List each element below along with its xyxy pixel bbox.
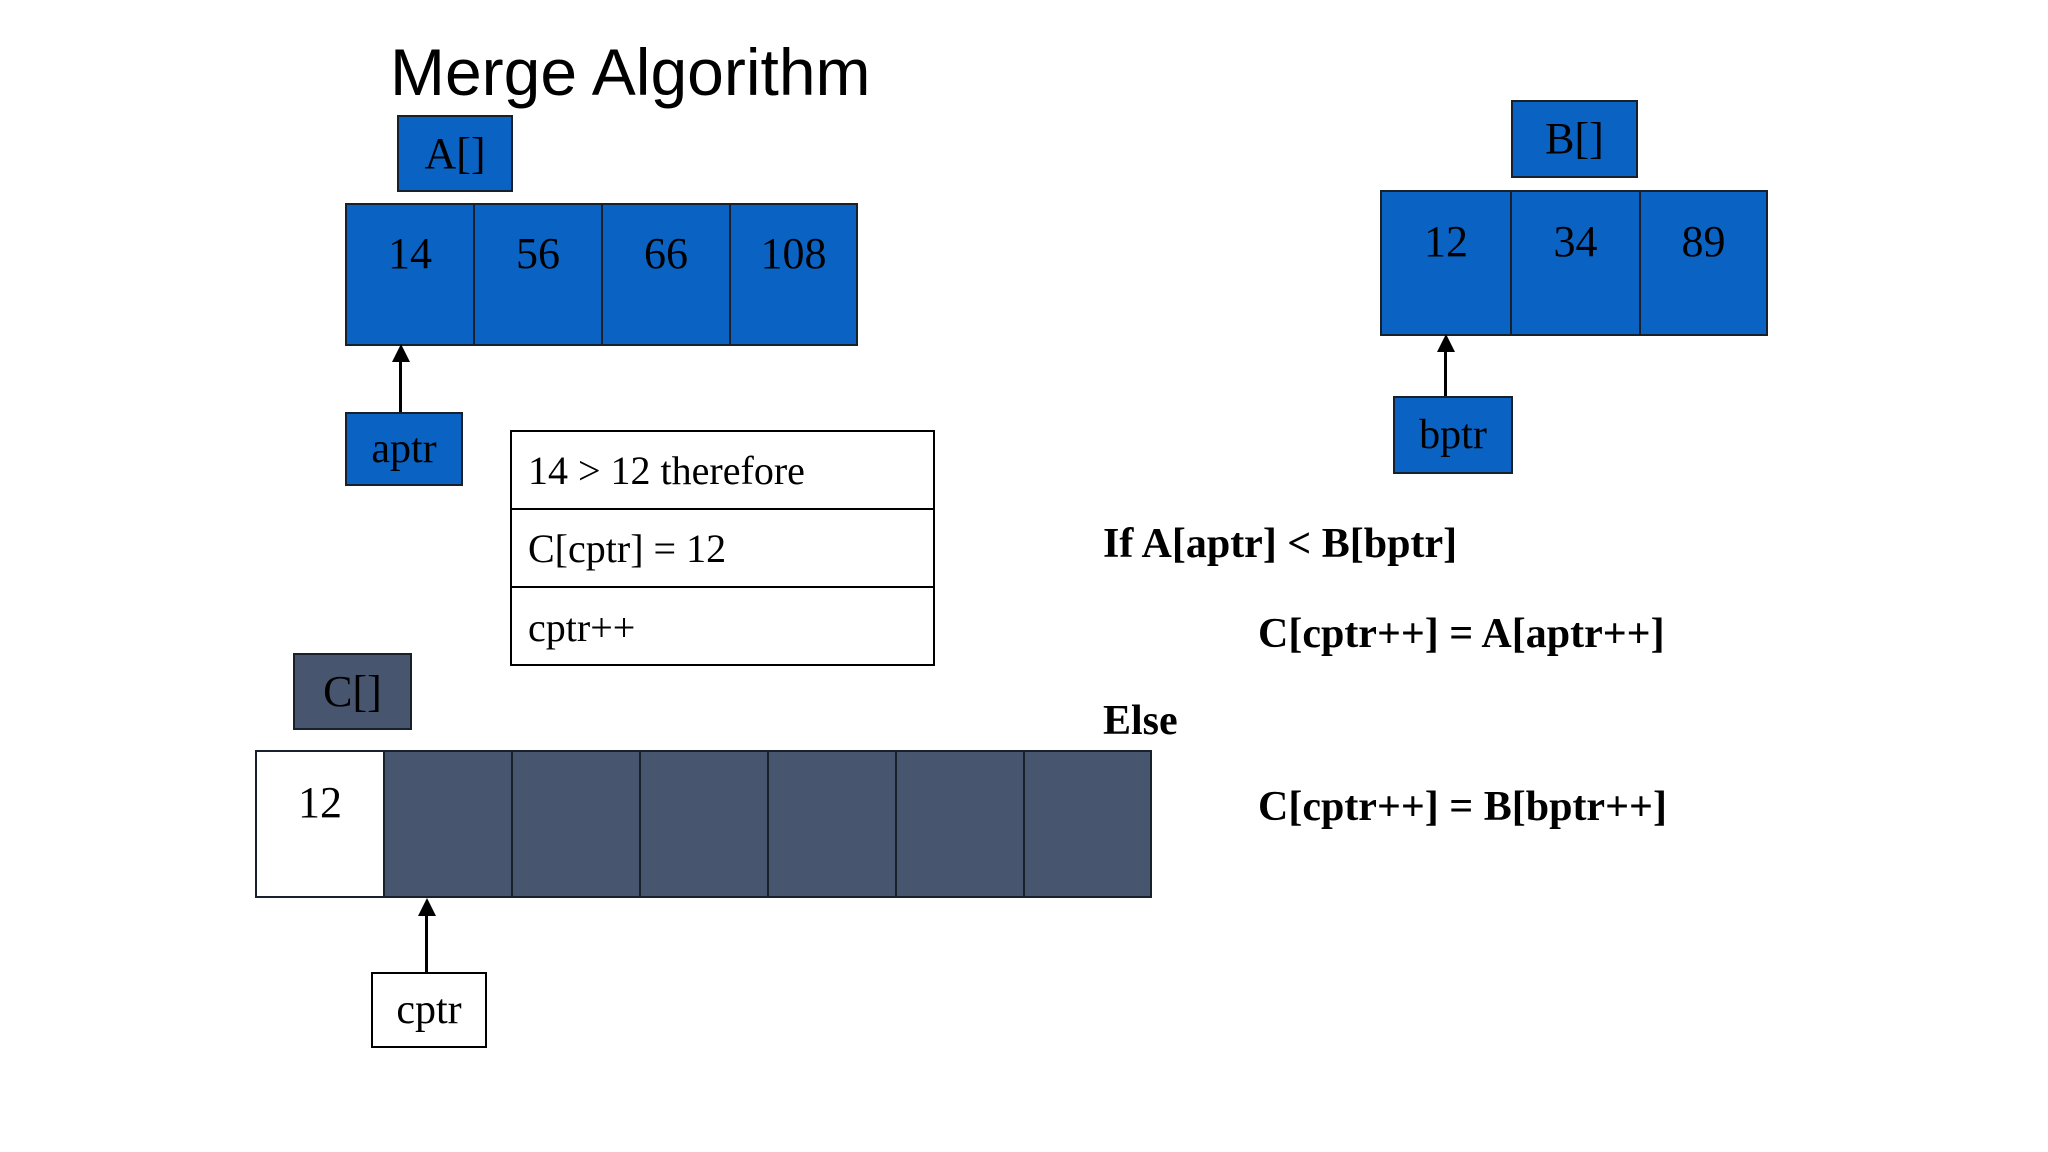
array-a-cell: 56 bbox=[475, 205, 603, 344]
pseudocode-if-body: C[cptr++] = A[aptr++] bbox=[1258, 611, 1665, 657]
cptr-arrow-head bbox=[418, 898, 436, 916]
array-b-label: B[] bbox=[1511, 100, 1638, 178]
pseudocode-if: If A[aptr] < B[bptr] bbox=[1103, 521, 1458, 567]
bptr-arrow-shaft bbox=[1444, 350, 1447, 398]
array-c-cell bbox=[513, 752, 641, 896]
array-a: 14 56 66 108 bbox=[345, 203, 858, 346]
explanation-table: 14 > 12 therefore C[cptr] = 12 cptr++ bbox=[510, 430, 935, 666]
array-c: 12 bbox=[255, 750, 1152, 898]
array-c-cell bbox=[385, 752, 513, 896]
array-a-cell: 14 bbox=[347, 205, 475, 344]
bptr-box: bptr bbox=[1393, 396, 1513, 474]
array-c-cell bbox=[641, 752, 769, 896]
array-b-cell: 89 bbox=[1641, 192, 1766, 334]
pseudocode-else-body: C[cptr++] = B[bptr++] bbox=[1258, 784, 1667, 830]
pseudocode-else: Else bbox=[1103, 698, 1178, 744]
cptr-box: cptr bbox=[371, 972, 487, 1048]
page-title: Merge Algorithm bbox=[390, 35, 871, 109]
array-a-cell: 66 bbox=[603, 205, 731, 344]
bptr-arrow-head bbox=[1437, 334, 1455, 352]
array-c-cell bbox=[897, 752, 1025, 896]
array-c-cell: 12 bbox=[257, 752, 385, 896]
array-a-label: A[] bbox=[397, 115, 513, 192]
array-b-cell: 34 bbox=[1512, 192, 1641, 334]
array-c-cell bbox=[769, 752, 897, 896]
aptr-box: aptr bbox=[345, 412, 463, 486]
aptr-arrow-head bbox=[392, 344, 410, 362]
array-c-cell bbox=[1025, 752, 1150, 896]
aptr-arrow-shaft bbox=[399, 360, 402, 414]
array-c-label: C[] bbox=[293, 653, 412, 730]
explanation-row: C[cptr] = 12 bbox=[512, 510, 933, 588]
explanation-row: 14 > 12 therefore bbox=[512, 432, 933, 510]
cptr-arrow-shaft bbox=[425, 914, 428, 972]
explanation-row: cptr++ bbox=[528, 604, 636, 650]
array-a-cell: 108 bbox=[731, 205, 856, 344]
array-b: 12 34 89 bbox=[1380, 190, 1768, 336]
array-b-cell: 12 bbox=[1382, 192, 1512, 334]
